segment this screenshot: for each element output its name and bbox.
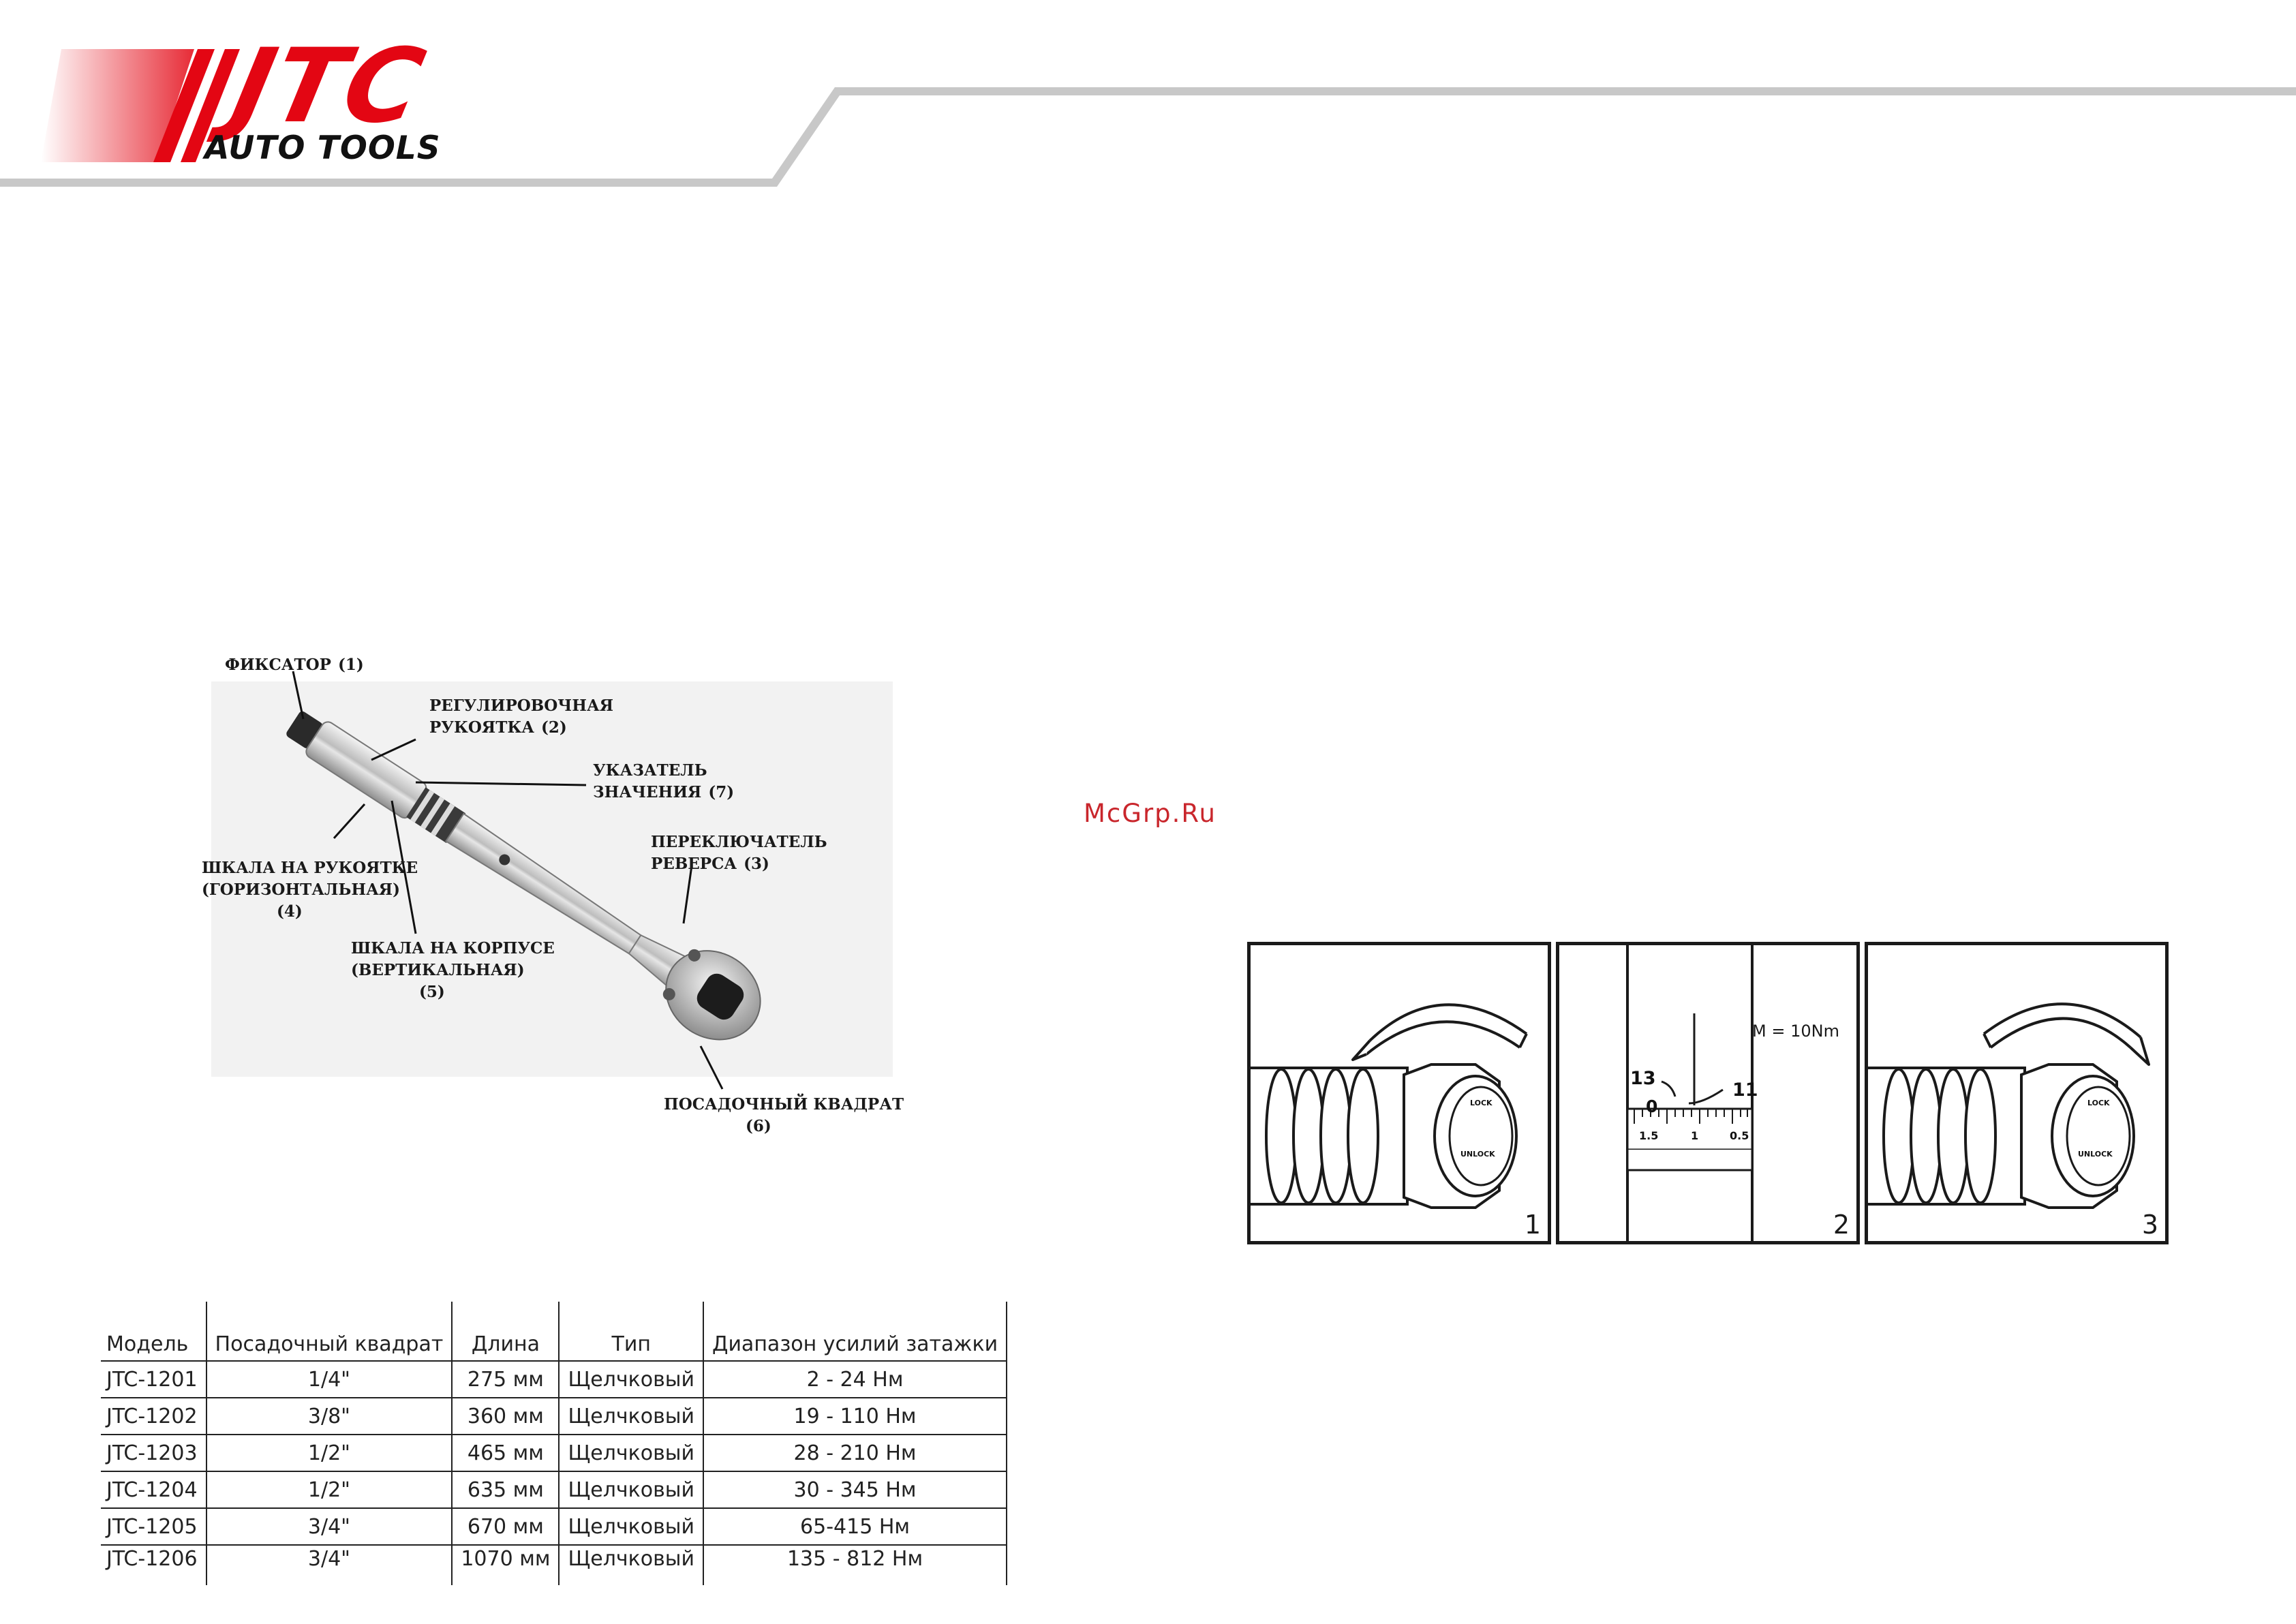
- callout-body-scale: ШКАЛА НА КОРПУСЕ (ВЕРТИКАЛЬНАЯ) (5): [351, 939, 555, 1001]
- table-cell: JTC-1203: [101, 1434, 206, 1471]
- table-cell: 1/2": [205, 1471, 453, 1508]
- header-range: Диапазон усилий затажки: [702, 1302, 1008, 1361]
- table-cell: Щелчковый: [558, 1397, 703, 1435]
- lock-label: LOCK: [2087, 1099, 2110, 1107]
- table-cell: 360 мм: [451, 1397, 560, 1435]
- wrench-diagram: ФИКСАТОР(1) РЕГУЛИРОВОЧНАЯ РУКОЯТКА(2) У…: [198, 634, 904, 1135]
- table-cell: 1070 мм: [451, 1544, 560, 1585]
- table-cell: 2 - 24 Нм: [702, 1360, 1008, 1398]
- table-cell: 28 - 210 Нм: [702, 1434, 1008, 1471]
- header-band: [0, 49, 2296, 187]
- handle-illustration: [1251, 1003, 1528, 1209]
- step-panel-1: LOCK UNLOCK 1: [1247, 942, 1551, 1244]
- table-cell: JTC-1205: [101, 1507, 206, 1545]
- callout-reverse-switch: ПЕРЕКЛЮЧАТЕЛЬ РЕВЕРСА(3): [651, 833, 827, 873]
- table-cell: 3/4": [205, 1544, 453, 1585]
- table-cell: JTC-1201: [101, 1360, 206, 1398]
- table-cell: Щелчковый: [558, 1434, 703, 1471]
- step-panel-2: M = 10Nm 13 11 0 1.5 1 0.5 2: [1556, 942, 1860, 1244]
- table-cell: 19 - 110 Нм: [702, 1397, 1008, 1435]
- header-length: Длина: [451, 1302, 560, 1361]
- table-cell: Щелчковый: [558, 1507, 703, 1545]
- step-number: 1: [1524, 1210, 1541, 1240]
- table-cell: Щелчковый: [558, 1360, 703, 1398]
- callout-handle-scale: ШКАЛА НА РУКОЯТКЕ (ГОРИЗОНТАЛЬНАЯ) (4): [202, 859, 418, 921]
- wrench-illustration: [211, 671, 893, 1090]
- handle-illustration: [1868, 1002, 2150, 1209]
- scale-tick-1-5: 1.5: [1639, 1129, 1659, 1142]
- unlock-label: UNLOCK: [2078, 1150, 2113, 1159]
- dial-value-13: 13: [1630, 1068, 1656, 1089]
- table-cell: JTC-1202: [101, 1397, 206, 1435]
- step-number: 2: [1833, 1210, 1850, 1240]
- table-cell: 65-415 Нм: [702, 1507, 1008, 1545]
- step-number: 3: [2141, 1210, 2158, 1240]
- header-drive: Посадочный квадрат: [205, 1302, 453, 1361]
- step-panel-3: LOCK UNLOCK 3: [1865, 942, 2169, 1244]
- dial-value-11: 11: [1732, 1079, 1758, 1101]
- header-type: Тип: [558, 1302, 703, 1361]
- watermark: McGrp.Ru: [1084, 799, 1216, 828]
- brand-logo: JTC: [222, 27, 435, 146]
- table-cell: 1/4": [205, 1360, 453, 1398]
- brand-subtitle: AUTO TOOLS: [204, 129, 441, 167]
- table-cell: Щелчковый: [558, 1471, 703, 1508]
- callout-square-drive: ПОСАДОЧНЫЙ КВАДРАТ (6): [664, 1095, 904, 1135]
- table-cell: JTC-1204: [101, 1471, 206, 1508]
- callout-lock: ФИКСАТОР(1): [225, 656, 364, 674]
- spec-table: Модель Посадочный квадрат Длина Тип Диап…: [101, 1302, 1008, 1585]
- scale-tick-0-5: 0.5: [1730, 1129, 1749, 1142]
- table-cell: 1/2": [205, 1434, 453, 1471]
- table-cell: 670 мм: [451, 1507, 560, 1545]
- unlock-label: UNLOCK: [1460, 1150, 1495, 1159]
- table-cell: 135 - 812 Нм: [702, 1544, 1008, 1585]
- table-cell: 465 мм: [451, 1434, 560, 1471]
- table-cell: 275 мм: [451, 1360, 560, 1398]
- scale-illustration: [1626, 945, 1754, 1241]
- torque-label: M = 10Nm: [1752, 1022, 1839, 1041]
- table-cell: Щелчковый: [558, 1544, 703, 1585]
- table-header-row: Модель Посадочный квадрат Длина Тип Диап…: [101, 1302, 1008, 1361]
- scale-tick-1: 1: [1691, 1129, 1699, 1142]
- header-model: Модель: [106, 1332, 189, 1356]
- callout-value-indicator: УКАЗАТЕЛЬ ЗНАЧЕНИЯ(7): [593, 761, 735, 801]
- table-cell: 3/8": [205, 1397, 453, 1435]
- table-cell: 635 мм: [451, 1471, 560, 1508]
- table-cell: 30 - 345 Нм: [702, 1471, 1008, 1508]
- table-cell: JTC-1206: [101, 1544, 206, 1585]
- table-cell: 3/4": [205, 1507, 453, 1545]
- callout-adjust-handle: РЕГУЛИРОВОЧНАЯ РУКОЯТКА(2): [429, 696, 613, 737]
- dial-value-0: 0: [1646, 1097, 1658, 1116]
- lock-label: LOCK: [1470, 1099, 1493, 1107]
